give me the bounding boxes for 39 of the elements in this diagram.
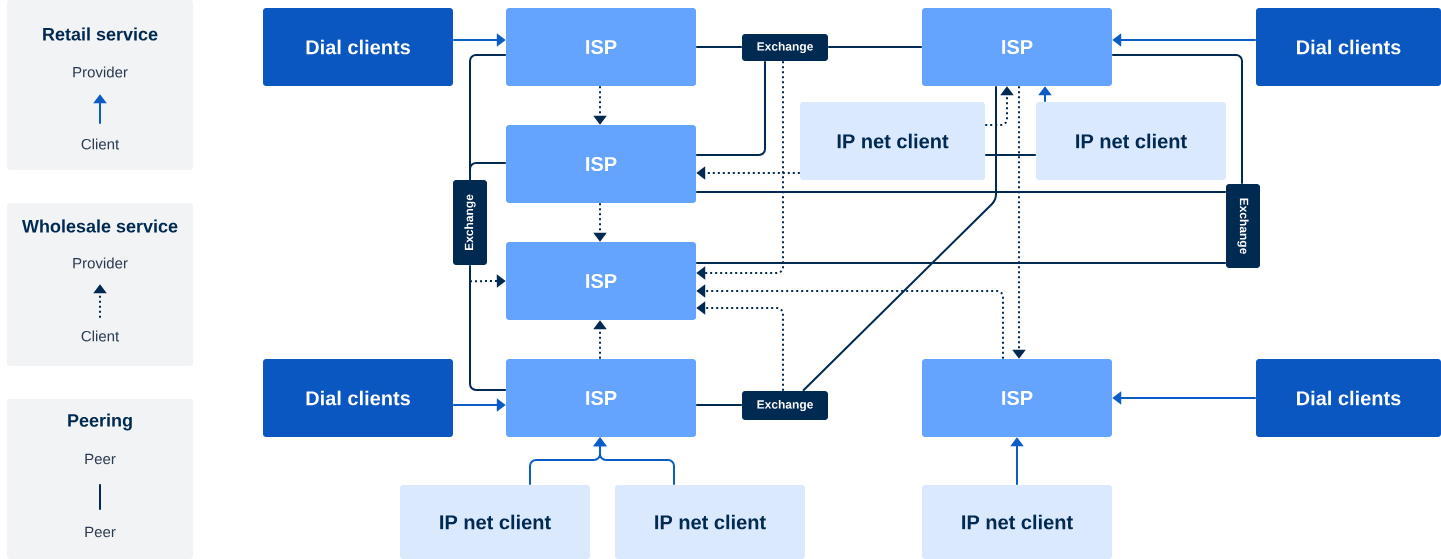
connector-line <box>695 60 766 156</box>
legend-label: Client <box>81 138 120 150</box>
connector-line <box>984 154 1037 156</box>
arrow <box>593 437 675 486</box>
connector-line <box>827 46 923 48</box>
dotted-arrow <box>696 60 784 280</box>
isp-box: ISP <box>506 8 696 86</box>
connector-line <box>469 264 507 391</box>
exchange-box: Exchange <box>742 391 828 420</box>
client-box: IP net client <box>922 485 1112 559</box>
connector-line <box>695 262 1227 264</box>
exchange-box: Exchange <box>742 34 828 61</box>
connector-line <box>1111 54 1243 185</box>
exchange-box: Exchange <box>1226 184 1260 268</box>
connector-line <box>695 191 1227 193</box>
connector-line <box>469 162 507 181</box>
isp-box: ISP <box>506 359 696 437</box>
isp-box: ISP <box>922 359 1112 437</box>
client-box: IP net client <box>400 485 590 559</box>
dial-clients-box: Dial clients <box>263 359 453 437</box>
dial-clients-box: Dial clients <box>1256 359 1441 437</box>
exchange-box: Exchange <box>453 180 487 265</box>
legend-label: Peer <box>85 526 116 538</box>
client-box: IP net client <box>1036 102 1226 180</box>
client-box: IP net client <box>800 102 985 180</box>
isp-box: ISP <box>506 125 696 203</box>
dial-clients-box: Dial clients <box>263 8 453 86</box>
legend-label: Provider <box>73 257 128 269</box>
dial-clients-box: Dial clients <box>1256 8 1441 86</box>
isp-box: ISP <box>922 8 1112 86</box>
legend-label: Provider <box>73 66 128 78</box>
legend-label: Peer <box>85 453 116 465</box>
client-box: IP net client <box>615 485 805 559</box>
connector-line <box>695 404 743 406</box>
connector-line <box>695 46 743 48</box>
connector-line <box>99 483 101 511</box>
connector-line <box>802 85 997 392</box>
isp-box: ISP <box>506 242 696 320</box>
legend-label: Client <box>81 330 120 342</box>
